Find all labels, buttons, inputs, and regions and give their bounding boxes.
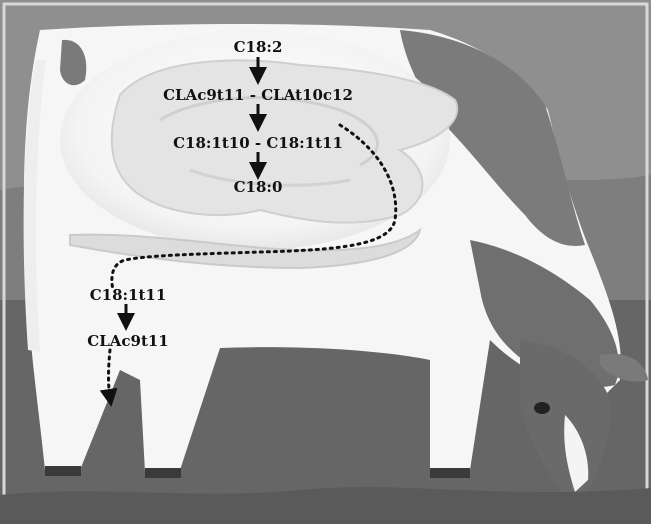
hoof-front-left	[430, 468, 470, 478]
mammary-label-clac9t11: CLAc9t11	[87, 332, 169, 350]
rumen-label-c18-2: C18:2	[234, 38, 283, 56]
hoof-back-left	[45, 466, 81, 476]
rumen-label-c18-0: C18:0	[234, 178, 283, 196]
rumen-label-c18-1: C18:1t10 - C18:1t11	[173, 134, 343, 152]
grass	[0, 487, 651, 524]
rumen-label-cla: CLAc9t11 - CLAt10c12	[163, 86, 353, 104]
hoof-back-right	[145, 468, 181, 478]
mammary-label-c18-1t11: C18:1t11	[90, 286, 167, 304]
cow-eye	[534, 402, 550, 414]
